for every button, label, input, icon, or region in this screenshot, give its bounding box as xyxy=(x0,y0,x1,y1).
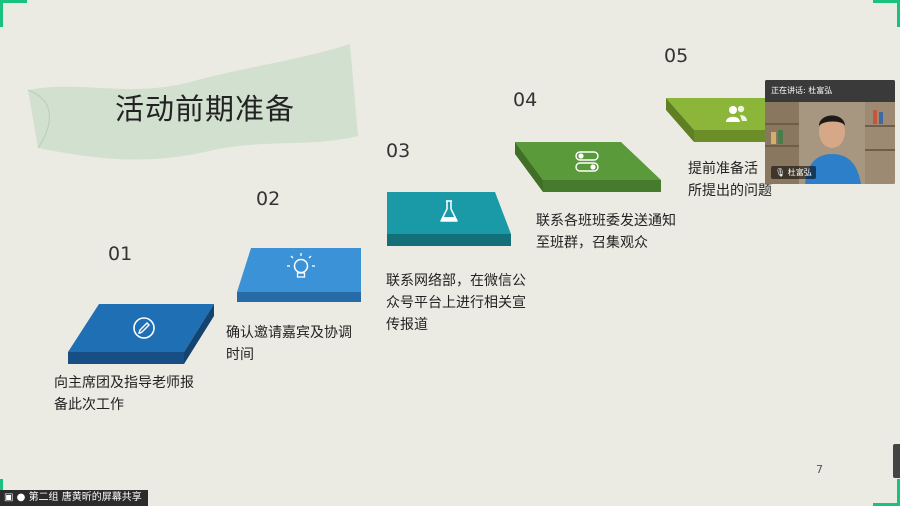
step-description-03: 联系网络部，在微信公 众号平台上进行相关宣 传报道 xyxy=(386,273,526,333)
speaker-video-tile[interactable]: 正在讲话: 杜富弘 🎙 杜富弘 xyxy=(765,80,895,184)
corner-marker-top-right xyxy=(873,0,900,27)
slide-title: 活动前期准备 xyxy=(115,92,296,126)
step-block-03 xyxy=(387,192,511,246)
lightbulb-icon xyxy=(287,253,315,278)
step-description-02: 确认邀请嘉宾及协调 时间 xyxy=(226,325,352,363)
screen-share-icon: ▣ xyxy=(4,492,14,503)
pencil-icon xyxy=(133,317,155,339)
microphone-icon: ● xyxy=(16,492,26,503)
step-number-03: 03 xyxy=(386,140,411,162)
title-banner-decoration xyxy=(27,44,358,160)
microphone-icon: 🎙 xyxy=(775,168,786,177)
step-number-04: 04 xyxy=(513,89,538,111)
step-block-05 xyxy=(666,98,772,142)
flask-icon xyxy=(440,200,458,222)
participant-name-tag: 🎙 杜富弘 xyxy=(771,166,816,179)
step-block-02 xyxy=(237,248,361,302)
step-description-05: 提前准备活 所提出的问题 xyxy=(688,161,772,199)
slide-page-number: 7 xyxy=(816,463,823,476)
side-panel-handle[interactable] xyxy=(893,444,900,478)
screen-share-indicator[interactable]: ▣ ● 第二组 唐黄昕的屏幕共享 xyxy=(0,490,148,506)
corner-marker-bottom-right xyxy=(873,479,900,506)
step-number-02: 02 xyxy=(256,188,281,210)
step-block-04 xyxy=(515,142,661,192)
users-icon xyxy=(726,105,747,122)
speaking-indicator: 正在讲话: 杜富弘 xyxy=(765,80,895,102)
step-number-05: 05 xyxy=(664,45,689,67)
step-block-01 xyxy=(68,304,214,364)
step-description-01: 向主席团及指导老师报 备此次工作 xyxy=(54,375,194,413)
corner-marker-top-left xyxy=(0,0,27,27)
step-number-01: 01 xyxy=(108,243,133,265)
step-description-04: 联系各班班委发送通知 至班群，召集观众 xyxy=(536,213,676,251)
toggle-icon xyxy=(575,151,599,172)
